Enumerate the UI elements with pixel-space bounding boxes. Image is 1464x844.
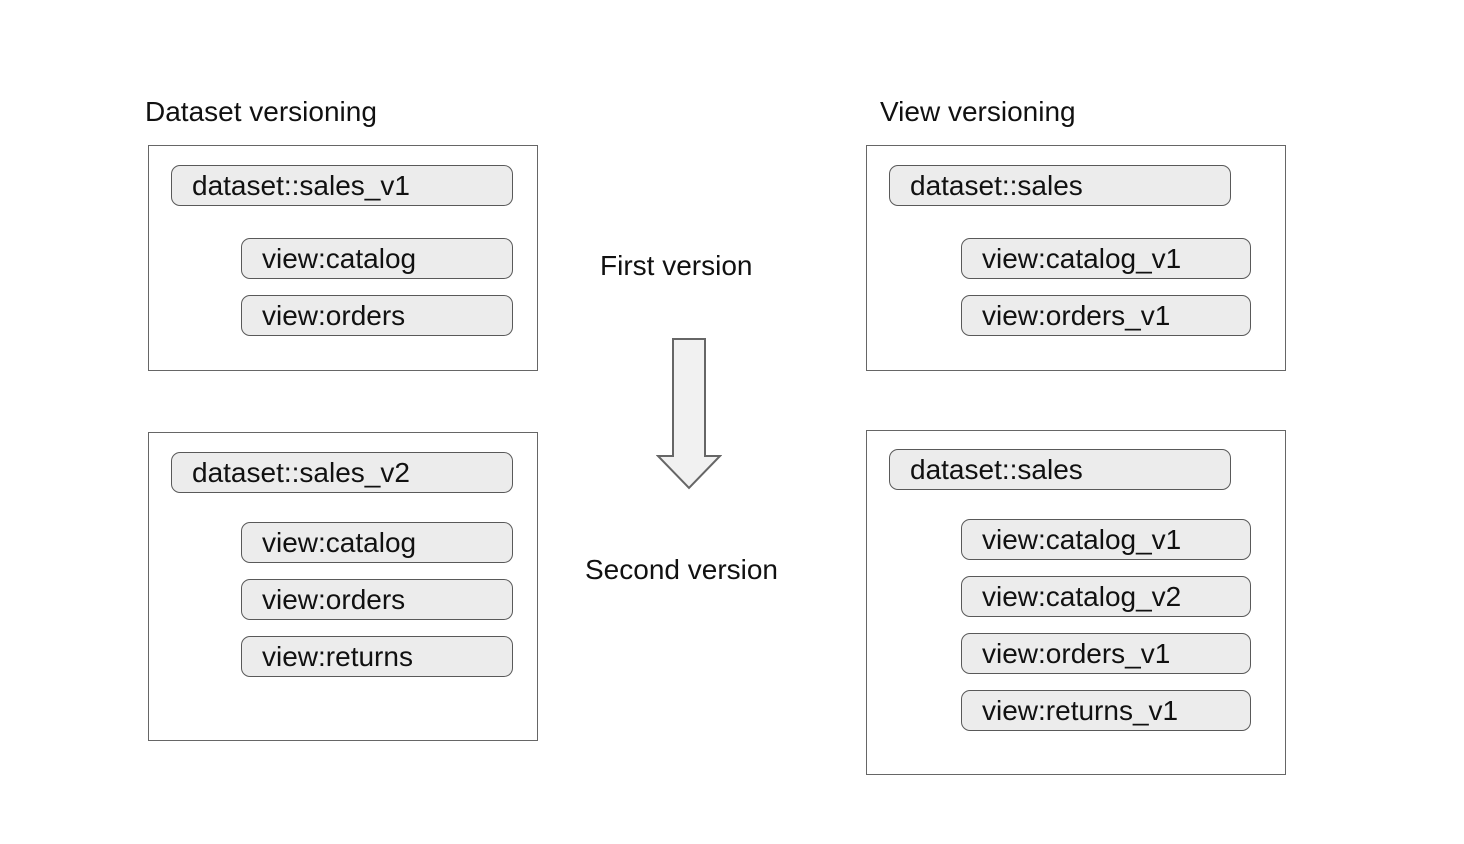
view-versioning-first-box: dataset::sales view:catalog_v1 view:orde… [866, 145, 1286, 371]
view-pill: view:orders_v1 [961, 295, 1251, 336]
dataset-versioning-title: Dataset versioning [145, 96, 377, 127]
dataset-pill: dataset::sales_v2 [171, 452, 513, 493]
first-version-label: First version [600, 250, 753, 281]
dataset-versioning-first-box: dataset::sales_v1 view:catalog view:orde… [148, 145, 538, 371]
view-pill: view:orders [241, 295, 513, 336]
view-pill: view:catalog [241, 522, 513, 563]
down-arrow-icon [655, 338, 723, 490]
view-pill: view:catalog_v1 [961, 519, 1251, 560]
view-pill: view:returns_v1 [961, 690, 1251, 731]
view-versioning-title: View versioning [880, 96, 1076, 127]
view-pill: view:orders [241, 579, 513, 620]
view-pill: view:orders_v1 [961, 633, 1251, 674]
view-pill: view:returns [241, 636, 513, 677]
view-versioning-second-box: dataset::sales view:catalog_v1 view:cata… [866, 430, 1286, 775]
view-pill: view:catalog_v2 [961, 576, 1251, 617]
dataset-pill: dataset::sales [889, 165, 1231, 206]
view-pill: view:catalog [241, 238, 513, 279]
dataset-pill: dataset::sales [889, 449, 1231, 490]
view-pill: view:catalog_v1 [961, 238, 1251, 279]
second-version-label: Second version [585, 554, 779, 585]
dataset-versioning-second-box: dataset::sales_v2 view:catalog view:orde… [148, 432, 538, 741]
dataset-pill: dataset::sales_v1 [171, 165, 513, 206]
